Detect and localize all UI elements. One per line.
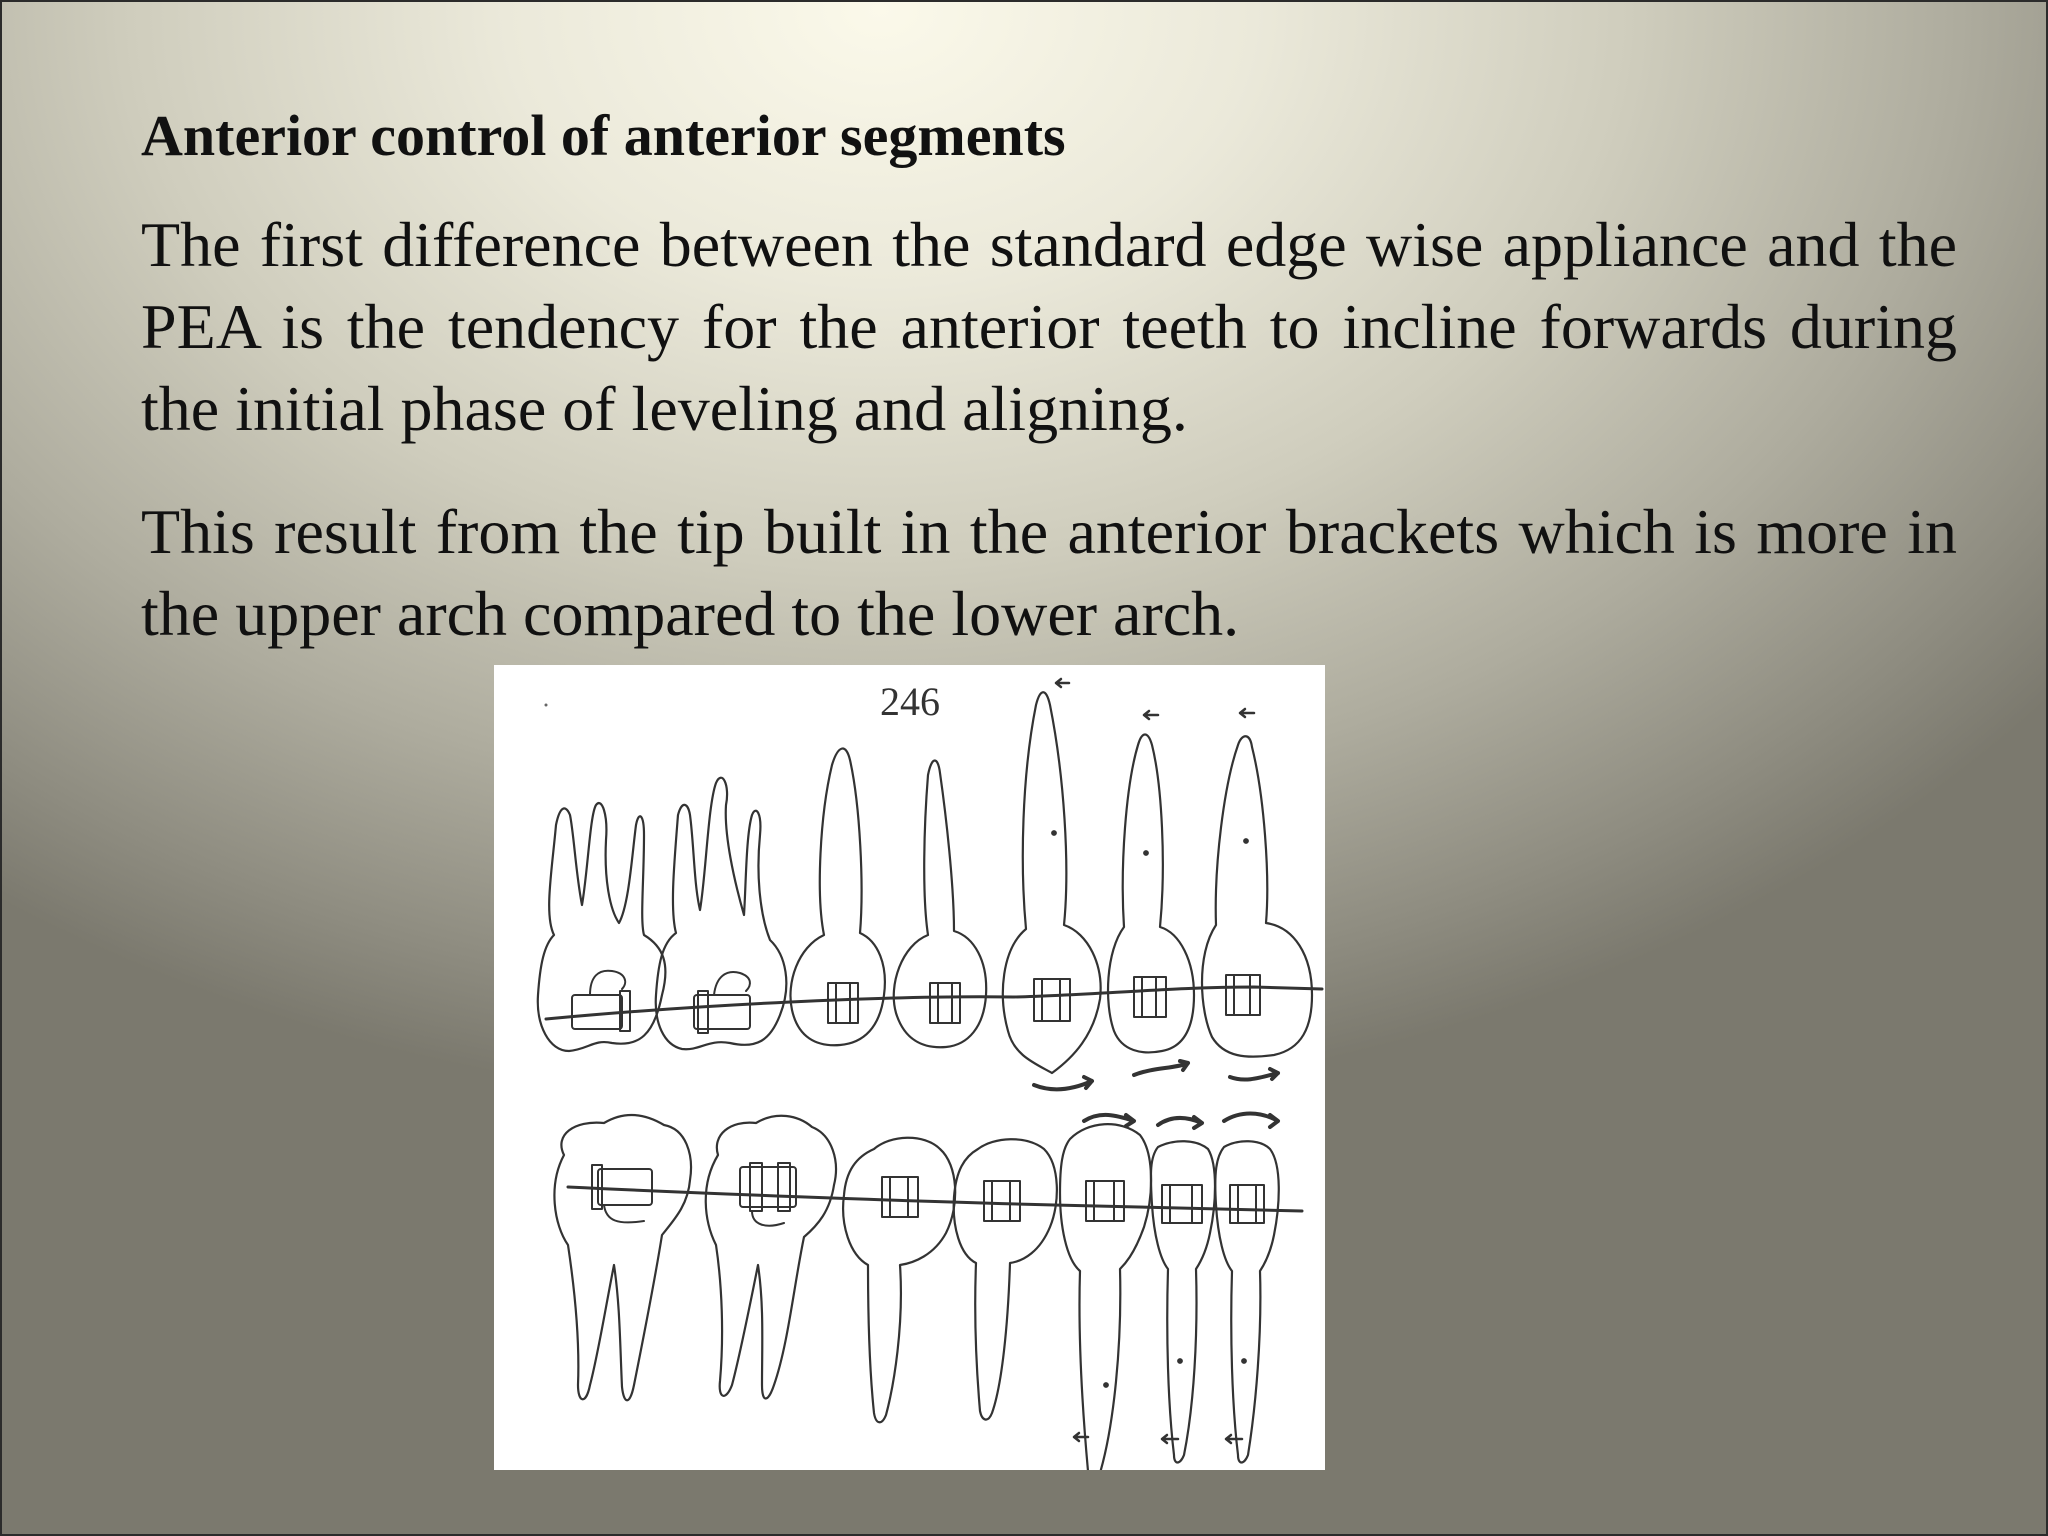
upper-canine	[1001, 691, 1102, 1075]
upper-arch-teeth-illustration	[536, 691, 1314, 1075]
lower-arch-teeth-illustration	[553, 1113, 1280, 1470]
upper-molar-1	[536, 802, 667, 1053]
teeth-diagram	[536, 677, 1324, 1470]
upper-premolar-2	[789, 747, 886, 1047]
lower-molar-2	[704, 1114, 838, 1400]
upper-premolar-1	[892, 759, 988, 1049]
figure-number-label: 246	[880, 679, 940, 724]
lower-central-incisor	[1214, 1140, 1280, 1464]
paragraph-1: The first difference between the standar…	[141, 209, 1957, 444]
lower-premolar-1	[952, 1138, 1058, 1421]
upper-brackets	[571, 969, 1261, 1034]
lower-molar-1	[553, 1113, 692, 1402]
upper-lateral-incisor	[1106, 733, 1196, 1054]
bracket-icon	[571, 994, 623, 1030]
upper-archwire-icon	[544, 985, 1324, 1021]
lower-premolar-2	[842, 1136, 957, 1424]
arrow-icon	[1032, 677, 1280, 1092]
lower-lateral-incisor	[1149, 1140, 1217, 1464]
lower-brackets	[591, 1162, 1265, 1227]
lower-archwire-icon	[566, 1185, 1304, 1213]
lower-arrows	[1072, 1111, 1280, 1445]
lower-canine	[1058, 1123, 1153, 1470]
dental-arch-figure: 246	[494, 665, 1325, 1470]
slide-title: Anterior control of anterior segments	[141, 103, 1066, 168]
upper-central-incisor	[1200, 735, 1314, 1058]
upper-molar-2	[654, 776, 788, 1051]
paragraph-2: This result from the tip built in the an…	[141, 496, 1957, 649]
